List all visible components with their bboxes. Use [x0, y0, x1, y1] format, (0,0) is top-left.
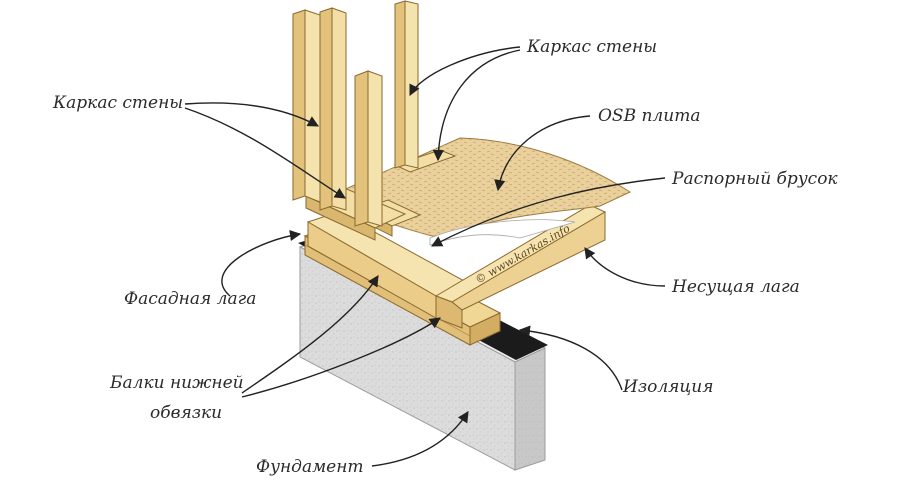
label-bottom-beams-line2: обвязки	[150, 403, 223, 423]
leader-wall-frame-right-b	[432, 49, 521, 162]
leader-wall-frame-left-a	[184, 102, 319, 127]
label-foundation: Фундамент	[256, 457, 364, 477]
leader-bottom-beams-a	[241, 275, 379, 394]
stud-4	[394, 0, 419, 169]
leader-insulation	[518, 325, 623, 391]
label-insulation: Изоляция	[623, 377, 714, 397]
label-bottom-beams-line1: Балки нижней	[110, 373, 244, 393]
leader-bearing-joist	[584, 247, 666, 287]
leader-spacer-bar	[431, 177, 666, 247]
stud-2	[319, 7, 347, 211]
leader-wall-frame-right-a	[409, 46, 521, 97]
label-wall-frame-right: Каркас стены	[527, 37, 658, 57]
label-osb: OSB плита	[598, 106, 701, 126]
stud-1	[292, 9, 321, 203]
leader-bottom-beams-b	[241, 317, 441, 398]
label-wall-frame-left: Каркас стены	[53, 93, 184, 113]
leader-facade-joist	[221, 229, 302, 297]
leader-osb	[494, 115, 591, 192]
label-spacer-bar: Распорный брусок	[672, 169, 838, 189]
label-bearing-joist: Несущая лага	[672, 277, 800, 297]
stud-3	[354, 70, 383, 227]
leader-foundation	[371, 411, 469, 467]
leader-lines	[184, 46, 666, 467]
label-facade-joist: Фасадная лага	[124, 289, 257, 309]
leader-wall-frame-left-b	[184, 107, 346, 199]
